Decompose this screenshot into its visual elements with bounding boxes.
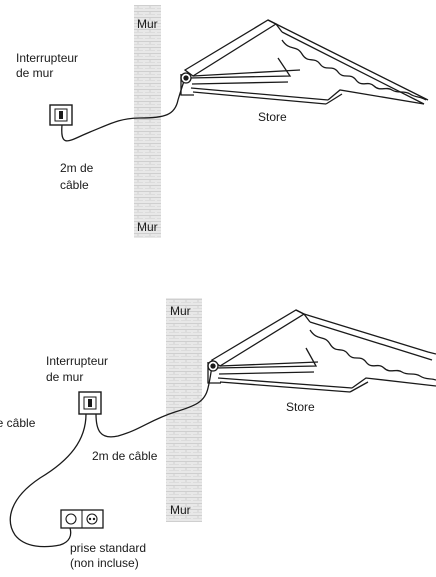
socket-label: prise standard: [70, 541, 146, 555]
cable-label: 2m de: [60, 161, 94, 175]
awning-label: Store: [286, 400, 315, 414]
awning-icon: [180, 19, 429, 105]
cable-label-line2: câble: [60, 178, 89, 192]
cable-label-right: 2m de câble: [92, 449, 158, 463]
wall-switch-icon: [49, 104, 73, 126]
wall-label-bottom: Mur: [170, 503, 191, 517]
switch-label: Interrupteur: [46, 354, 108, 368]
bottom-diagram: Mur Mur Interrupteur de mur 2m de câble …: [0, 298, 436, 570]
awning-icon: [207, 309, 436, 393]
wall-switch-icon: [78, 391, 102, 415]
socket-label-line2: (non incluse): [70, 556, 139, 570]
wall-label-top: Mur: [137, 17, 158, 31]
switch-label-line2: de mur: [16, 66, 53, 80]
switch-label-line2: de mur: [46, 370, 83, 384]
switch-label: Interrupteur: [16, 51, 78, 65]
awning-label: Store: [258, 110, 287, 124]
power-cable: [61, 77, 186, 142]
top-diagram: Mur Mur Interrupteur de mur 2m de câble: [16, 5, 429, 238]
cable-label-left: 2m de câble: [0, 416, 36, 430]
wall-label-top: Mur: [170, 304, 191, 318]
wall-label-bottom: Mur: [137, 220, 158, 234]
socket-cable: [9, 413, 87, 548]
power-cable: [95, 365, 213, 438]
wall-icon: [166, 298, 202, 522]
wall-icon: [134, 5, 161, 238]
power-socket-icon: [60, 509, 104, 529]
